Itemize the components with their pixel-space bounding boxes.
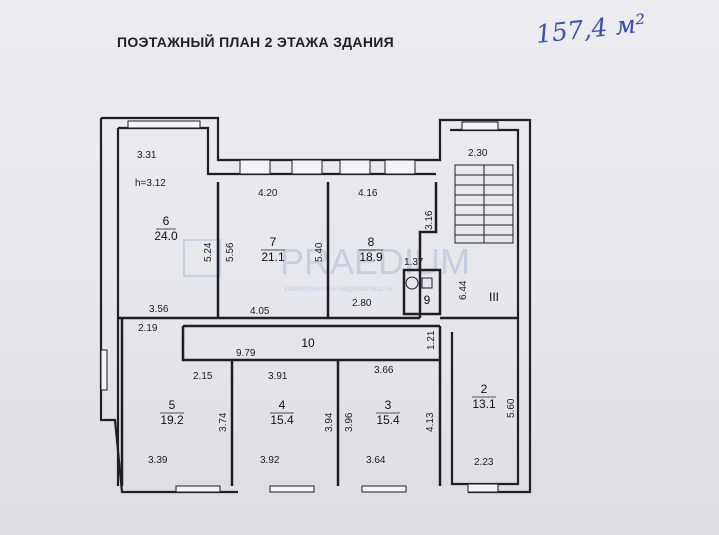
dim-4-16: 4.16 (358, 188, 378, 199)
room-8-number: 8 (368, 235, 375, 249)
page-title: ПОЭТАЖНЫЙ ПЛАН 2 ЭТАЖА ЗДАНИЯ (117, 34, 394, 50)
dim-3-64: 3.64 (366, 455, 386, 466)
dim-4-05: 4.05 (250, 306, 270, 317)
dim-5-24: 5.24 (203, 242, 214, 262)
room-label-rules (156, 228, 496, 414)
dim-3-66: 3.66 (374, 365, 394, 376)
room-2-area: 13.1 (472, 397, 496, 411)
dim-3-39: 3.39 (148, 455, 168, 466)
room-4-number: 4 (279, 398, 286, 412)
dim-3-16: 3.16 (424, 210, 435, 230)
dim-3-74: 3.74 (218, 412, 229, 432)
staircase (454, 164, 514, 244)
dim-1-21: 1.21 (426, 330, 437, 350)
toilet-icon (405, 276, 433, 290)
room-6-area: 24.0 (154, 229, 178, 243)
room-labels: 6 24.0 7 21.1 8 18.9 9 10 5 19.2 4 15.4 … (154, 214, 499, 427)
room-3-number: 3 (385, 398, 392, 412)
room-7-number: 7 (270, 235, 277, 249)
windows (100, 120, 499, 493)
dim-5-60: 5.60 (506, 398, 517, 418)
dim-5-56: 5.56 (225, 242, 236, 262)
ceiling-height: h=3.12 (135, 178, 166, 189)
stair-number: III (489, 290, 499, 304)
interior-walls (118, 182, 518, 486)
room-7-area: 21.1 (261, 250, 285, 264)
watermark-brand: PRAEDIUM (280, 241, 470, 282)
dimension-labels: 3.31 h=3.12 4.20 4.16 2.30 1.37 3.56 4.0… (135, 148, 494, 468)
room-5-area: 19.2 (160, 413, 184, 427)
dim-3-96: 3.96 (344, 412, 355, 432)
dim-3-92: 3.92 (260, 455, 280, 466)
watermark-tagline: коммерческая недвижимость (284, 284, 393, 293)
room-8-area: 18.9 (359, 250, 383, 264)
dim-4-20: 4.20 (258, 188, 278, 199)
dim-2-30: 2.30 (468, 148, 488, 159)
dim-2-15: 2.15 (193, 371, 213, 382)
room-3-area: 15.4 (376, 413, 400, 427)
dimension-labels-vertical: 5.24 5.56 5.40 3.16 6.44 1.21 3.74 3.94 … (203, 210, 517, 432)
dim-2-19: 2.19 (138, 323, 158, 334)
dim-3-56: 3.56 (149, 304, 169, 315)
room-4-area: 15.4 (270, 413, 294, 427)
watermark: PRAEDIUM коммерческая недвижимость (183, 239, 470, 293)
room-6-number: 6 (163, 214, 170, 228)
room-9-number: 9 (424, 293, 431, 307)
dim-6-44: 6.44 (458, 280, 469, 300)
dim-2-80: 2.80 (352, 298, 372, 309)
room-5-number: 5 (169, 398, 176, 412)
dim-3-31: 3.31 (137, 150, 157, 161)
dim-4-13: 4.13 (425, 412, 436, 432)
dim-9-79: 9.79 (236, 348, 256, 359)
dim-2-23: 2.23 (474, 457, 494, 468)
dim-5-40: 5.40 (314, 242, 325, 262)
dim-1-37: 1.37 (404, 257, 424, 268)
room-2-number: 2 (481, 382, 488, 396)
room-10-number: 10 (301, 336, 315, 350)
dim-3-94: 3.94 (324, 412, 335, 432)
dim-3-91: 3.91 (268, 371, 288, 382)
